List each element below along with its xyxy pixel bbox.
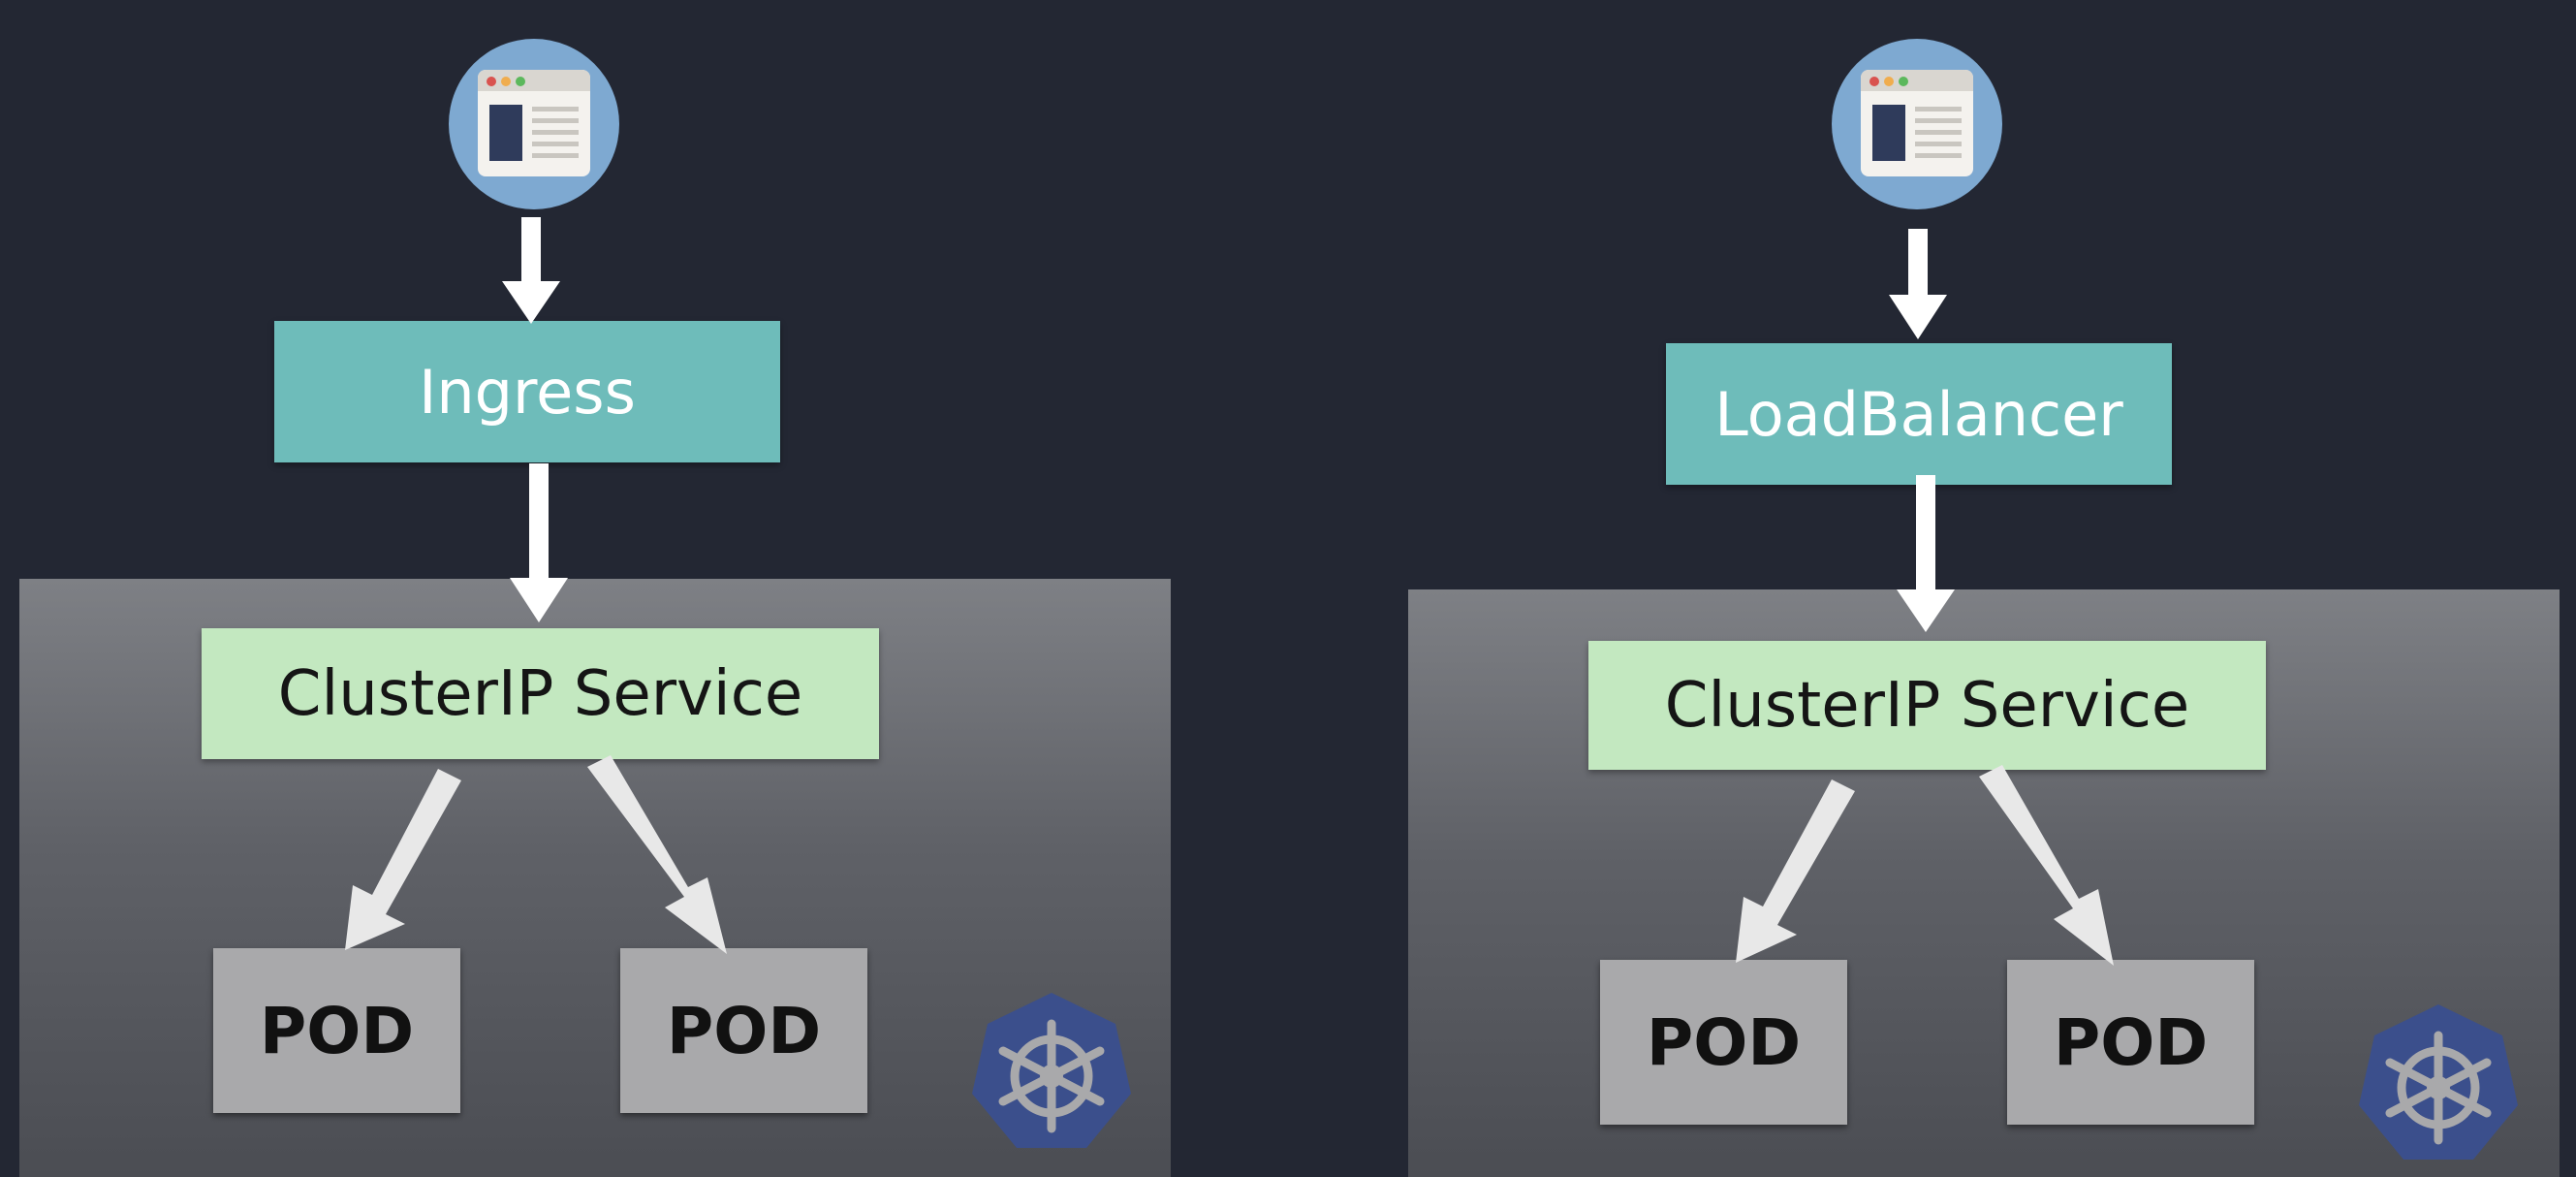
browser-window-icon [449,39,619,209]
pod-box: POD [213,948,460,1113]
pod-box: POD [1600,960,1847,1125]
clusterip-service-box: ClusterIP Service [202,628,879,759]
arrow-diagonal [587,755,727,954]
flow-arrows [345,217,727,954]
ingress-diagram: Ingress ClusterIP Service POD POD [19,39,1171,1177]
arrow-down [510,463,568,622]
clusterip-service-box: ClusterIP Service [1588,641,2266,770]
arrow-down [1897,475,1955,632]
flow-arrows [1736,229,2114,966]
arrow-diagonal [345,769,461,950]
pod-box: POD [620,948,867,1113]
browser-window-icon [1832,39,2002,209]
arrow-diagonal [1979,765,2114,966]
pod-box: POD [2007,960,2254,1125]
loadbalancer-box: LoadBalancer [1666,343,2172,485]
ingress-box: Ingress [274,321,780,462]
kubernetes-helm-icon [972,993,1131,1148]
arrow-down [1889,229,1947,339]
arrow-diagonal [1736,779,1855,963]
kubernetes-helm-icon [2359,1004,2518,1160]
loadbalancer-diagram: LoadBalancer ClusterIP Service POD POD [1288,0,2576,1177]
arrow-down [502,217,560,324]
